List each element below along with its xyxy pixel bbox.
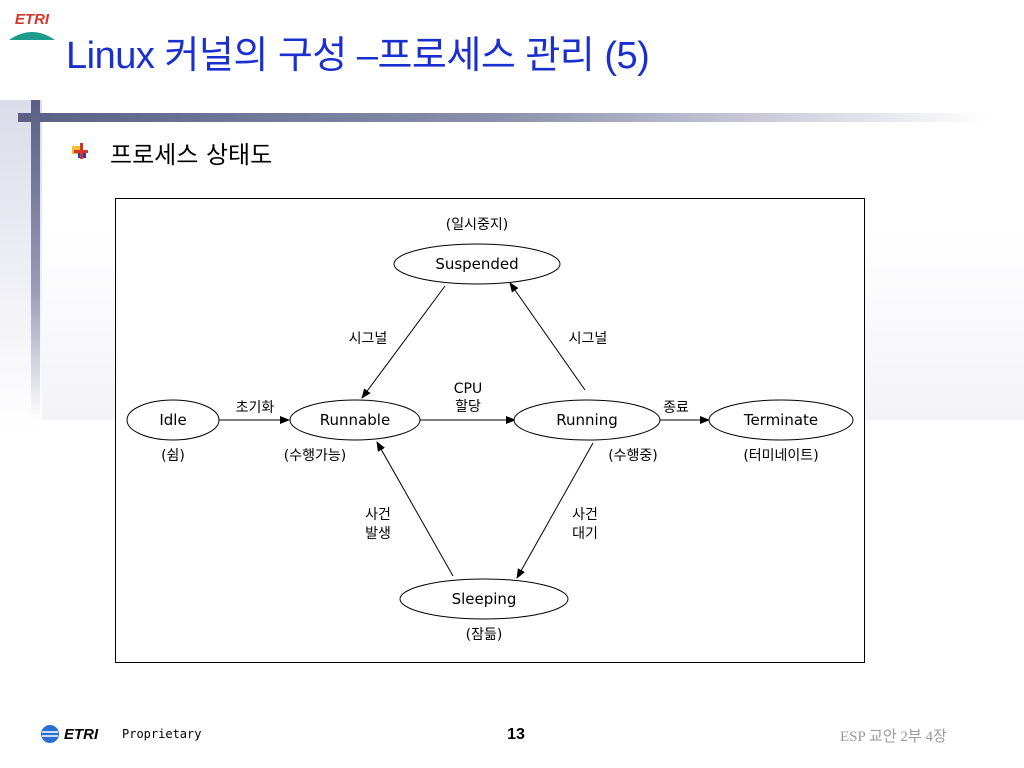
edge-label-cpu-line2: 할당	[455, 399, 481, 415]
edge-label-exit: 종료	[663, 400, 689, 416]
svg-text:ETRI: ETRI	[64, 726, 99, 743]
state-terminate-label: Terminate	[743, 411, 818, 429]
state-running-caption: (수행중)	[608, 448, 658, 464]
etri-footer-logo: ETRI	[41, 725, 99, 743]
state-idle-label: Idle	[159, 411, 186, 429]
page-title: Linux 커널의 구성 –프로세스 관리 (5)	[66, 35, 650, 77]
state-sleeping-caption: (잠듦)	[466, 627, 503, 643]
edge-label-init: 초기화	[236, 400, 275, 416]
header-rule	[18, 113, 988, 122]
edge-running-to-suspended	[509, 282, 586, 391]
state-terminate: Terminate (터미네이트)	[708, 399, 854, 464]
state-sleeping: Sleeping (잠듦)	[399, 578, 569, 643]
edge-label-event-wait-line2: 대기	[572, 526, 598, 542]
state-running-label: Running	[556, 411, 617, 429]
state-running: Running (수행중)	[513, 399, 661, 464]
state-suspended: Suspended (일시중지)	[393, 217, 561, 285]
state-runnable-label: Runnable	[320, 411, 390, 429]
state-sleeping-label: Sleeping	[452, 590, 517, 608]
footer-course-label: ESP 교안 2부 4장	[840, 729, 947, 745]
state-terminate-caption: (터미네이트)	[743, 448, 818, 464]
bullet-text: 프로세스 상태도	[110, 141, 273, 169]
edge-running-to-sleeping	[516, 442, 594, 579]
edge-label-event-occur-line1: 사건	[365, 507, 391, 523]
edge-sleeping-to-runnable	[376, 441, 454, 577]
state-runnable: Runnable (수행가능)	[284, 399, 421, 464]
edge-label-cpu-line1: CPU	[454, 381, 482, 397]
edge-label-event-occur-line2: 발생	[365, 526, 391, 542]
footer-proprietary: Proprietary	[122, 727, 202, 741]
edge-suspended-to-runnable	[361, 285, 446, 399]
etri-logo: ETRI	[9, 11, 55, 40]
bullet-icon	[72, 143, 88, 159]
edge-label-event-wait-line1: 사건	[572, 507, 598, 523]
process-state-diagram: Suspended (일시중지) Idle (쉼) Runnable (수행가능…	[115, 198, 865, 663]
edge-label-signal-right: 시그널	[569, 331, 608, 347]
state-suspended-label: Suspended	[435, 255, 518, 273]
state-suspended-caption: (일시중지)	[446, 217, 508, 233]
state-idle: Idle (쉼)	[126, 399, 220, 464]
svg-text:ETRI: ETRI	[15, 11, 50, 28]
state-runnable-caption: (수행가능)	[284, 448, 346, 464]
page-number: 13	[507, 726, 525, 743]
side-rule	[31, 100, 40, 420]
state-idle-caption: (쉼)	[161, 448, 185, 464]
edge-label-signal-left: 시그널	[349, 331, 388, 347]
